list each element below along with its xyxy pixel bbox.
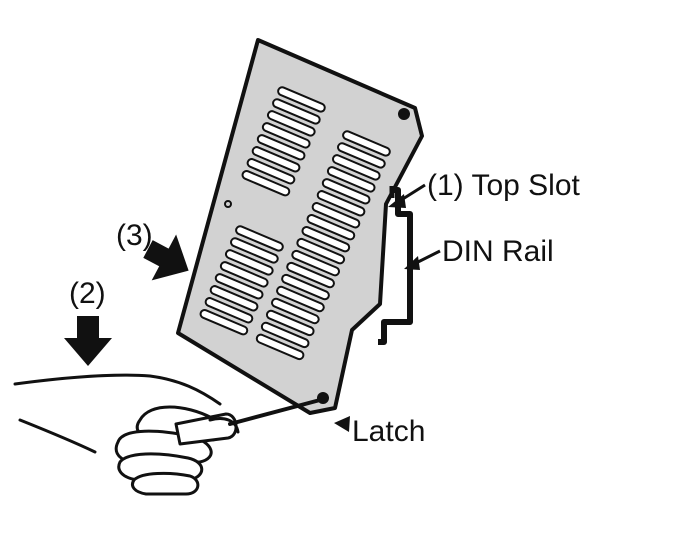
vent-slot xyxy=(209,285,259,312)
step-3-label: (3) xyxy=(116,219,153,252)
screwdriver-shaft xyxy=(228,398,322,426)
latch-arrowhead xyxy=(334,416,350,432)
arm-lower-edge xyxy=(18,418,97,454)
vent-slot xyxy=(277,86,326,113)
vent-slot xyxy=(291,249,340,277)
vent-slot xyxy=(316,190,366,217)
vent-slot xyxy=(311,202,361,229)
vent-slot xyxy=(255,333,305,361)
vent-slot xyxy=(204,297,254,324)
arm-upper-edge xyxy=(13,373,222,406)
vent-slot xyxy=(251,146,301,173)
vent-slot xyxy=(214,273,264,300)
step-2-label: (2) xyxy=(69,277,106,310)
vent-slot xyxy=(296,237,346,265)
din-rail-label: DIN Rail xyxy=(442,235,554,268)
vent-slot xyxy=(321,178,371,205)
down-arrow-icon xyxy=(64,316,112,366)
right-arrow-icon xyxy=(143,234,189,281)
vent-slot xyxy=(331,154,381,181)
top-slot-label: (1) Top Slot xyxy=(427,169,581,202)
vent-slot xyxy=(224,249,274,276)
vent-slot xyxy=(326,166,376,193)
vent-slot xyxy=(199,309,249,336)
vent-slot xyxy=(271,297,320,325)
vent-slot xyxy=(276,285,325,313)
vent-slot xyxy=(265,309,315,337)
vent-slot xyxy=(272,98,321,125)
thumb xyxy=(208,417,240,434)
vent-slot xyxy=(246,158,296,185)
top-slot-arrowhead xyxy=(388,194,406,208)
vent-slot xyxy=(342,130,391,157)
vent-slots-right xyxy=(255,130,391,361)
module-hole xyxy=(224,200,232,208)
hand-with-screwdriver xyxy=(13,373,322,496)
din-rail-arrowhead xyxy=(404,256,420,270)
vent-slot xyxy=(261,122,311,149)
vent-slots-left-upper xyxy=(241,86,326,197)
vent-slot xyxy=(301,225,351,253)
callout-leaders xyxy=(334,183,441,432)
vent-slot xyxy=(235,225,284,252)
vent-slot xyxy=(286,261,335,289)
vent-slot xyxy=(219,261,269,288)
vent-slots-left-lower xyxy=(199,225,284,336)
latch-label: Latch xyxy=(352,415,425,448)
vent-slot xyxy=(260,321,310,349)
knuckle-4 xyxy=(131,471,200,496)
vent-slot xyxy=(337,142,386,169)
vent-slot xyxy=(256,134,306,161)
mounting-screw-top xyxy=(398,108,410,120)
vent-slot xyxy=(230,237,279,264)
vent-slot xyxy=(266,110,316,137)
vent-slot xyxy=(281,273,330,301)
vent-slot xyxy=(306,214,356,241)
vent-slot xyxy=(241,170,291,197)
module xyxy=(176,38,424,415)
